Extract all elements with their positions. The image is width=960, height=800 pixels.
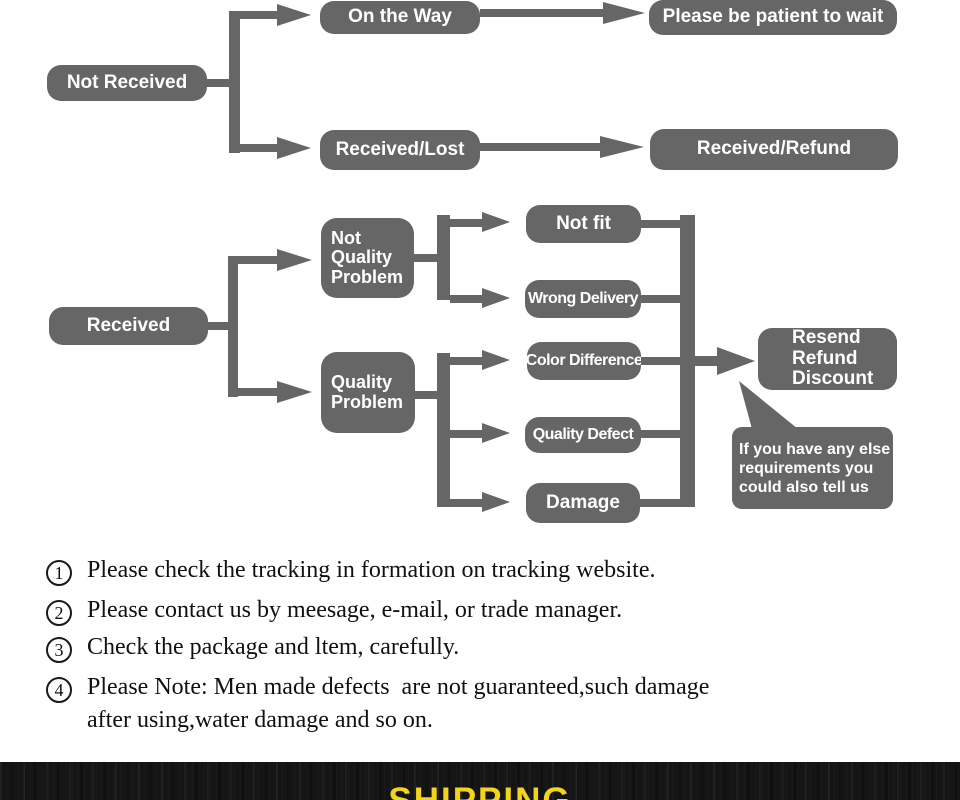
arrowhead: [482, 350, 510, 370]
note-text: Please check the tracking in formation o…: [87, 557, 656, 583]
connector-line: [695, 356, 717, 366]
note-item: 1 Please check the tracking in formation…: [46, 557, 655, 587]
speech-bubble-tail: [739, 381, 798, 429]
node-color-difference: Color Difference: [526, 342, 643, 380]
connector-line: [437, 353, 450, 507]
node-be-patient: Please be patient to wait: [649, 0, 897, 35]
connector-line: [450, 219, 482, 227]
connector-line: [450, 295, 482, 303]
connector-line: [228, 256, 238, 397]
node-not-received: Not Received: [47, 65, 207, 101]
connector-line: [200, 79, 238, 87]
connector-line: [450, 430, 482, 438]
node-quality-problem: Quality Problem: [321, 352, 415, 433]
note-number: 3: [46, 637, 72, 663]
note-number: 1: [46, 560, 72, 586]
connector-line: [641, 430, 694, 438]
node-quality-defect: Quality Defect: [525, 417, 641, 453]
arrowhead: [482, 492, 510, 512]
connector-line: [640, 220, 694, 228]
node-received-refund: Received/Refund: [650, 129, 898, 170]
footer-banner: SHIPPING: [0, 762, 960, 800]
connector-line: [640, 499, 694, 507]
node-not-quality-problem: Not Quality Problem: [321, 218, 414, 298]
note-number: 2: [46, 600, 72, 626]
note-text: Please contact us by meesage, e-mail, or…: [87, 597, 623, 623]
note-item: 3 Check the package and ltem, carefully.: [46, 634, 459, 664]
connector-line: [415, 391, 450, 399]
connector-line: [641, 357, 694, 365]
connector-line: [414, 254, 450, 262]
note-text: Check the package and ltem, carefully.: [87, 634, 460, 660]
arrowhead: [482, 423, 510, 443]
connector-line: [641, 295, 694, 303]
connector-line: [240, 144, 277, 152]
node-resend-refund-discount: Resend Refund Discount: [758, 327, 897, 390]
connector-line: [238, 388, 277, 396]
arrowhead: [717, 347, 755, 375]
connector-line: [480, 9, 603, 17]
arrowhead: [600, 136, 644, 158]
connector-line: [200, 322, 238, 330]
node-not-fit: Not fit: [526, 205, 641, 243]
arrowhead: [277, 137, 311, 159]
connector-line: [480, 143, 600, 151]
arrowhead: [277, 4, 311, 26]
node-received: Received: [49, 307, 208, 345]
arrowhead: [277, 249, 312, 271]
node-received-lost: Received/Lost: [320, 130, 480, 170]
connector-line: [437, 215, 450, 300]
note-text: Please Note: Men made defects are not gu…: [87, 674, 710, 733]
node-on-the-way: On the Way: [320, 1, 480, 34]
connector-line: [240, 11, 277, 19]
connector-line: [680, 215, 695, 507]
note-item: 2 Please contact us by meesage, e-mail, …: [46, 597, 622, 627]
arrowhead: [603, 2, 645, 24]
connector-line: [229, 11, 240, 153]
connector-line: [450, 499, 482, 507]
speech-bubble: If you have any else requirements you co…: [732, 427, 893, 509]
arrowhead: [277, 381, 312, 403]
note-number: 4: [46, 677, 72, 703]
node-damage: Damage: [526, 483, 640, 523]
note-item: 4 Please Note: Men made defects are not …: [46, 674, 709, 737]
node-wrong-delivery: Wrong Delivery: [525, 280, 641, 318]
arrowhead: [482, 288, 510, 308]
footer-title: SHIPPING: [0, 781, 960, 800]
connector-line: [238, 256, 277, 264]
connector-line: [450, 357, 482, 365]
arrowhead: [482, 212, 510, 232]
